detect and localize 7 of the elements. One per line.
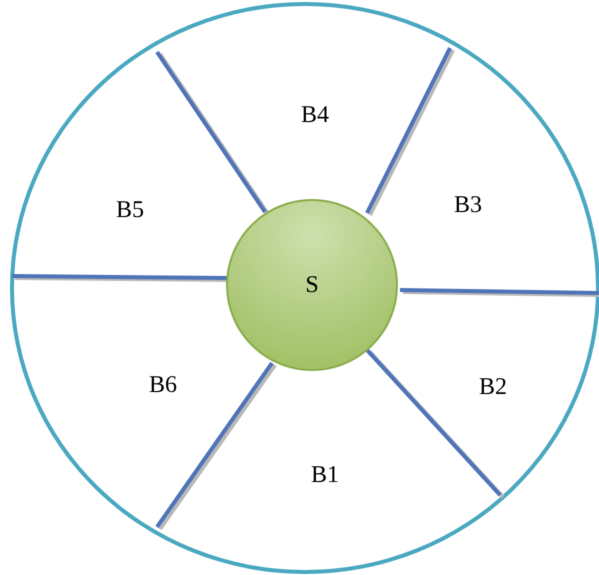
sector-label: B2 [468, 372, 518, 402]
sector-label: B1 [300, 460, 350, 490]
sector-label: B6 [138, 370, 188, 400]
center-label: S [305, 272, 319, 298]
sector-label: B5 [105, 195, 155, 225]
sector-label: B4 [290, 100, 340, 130]
sector-label: B3 [443, 190, 493, 220]
